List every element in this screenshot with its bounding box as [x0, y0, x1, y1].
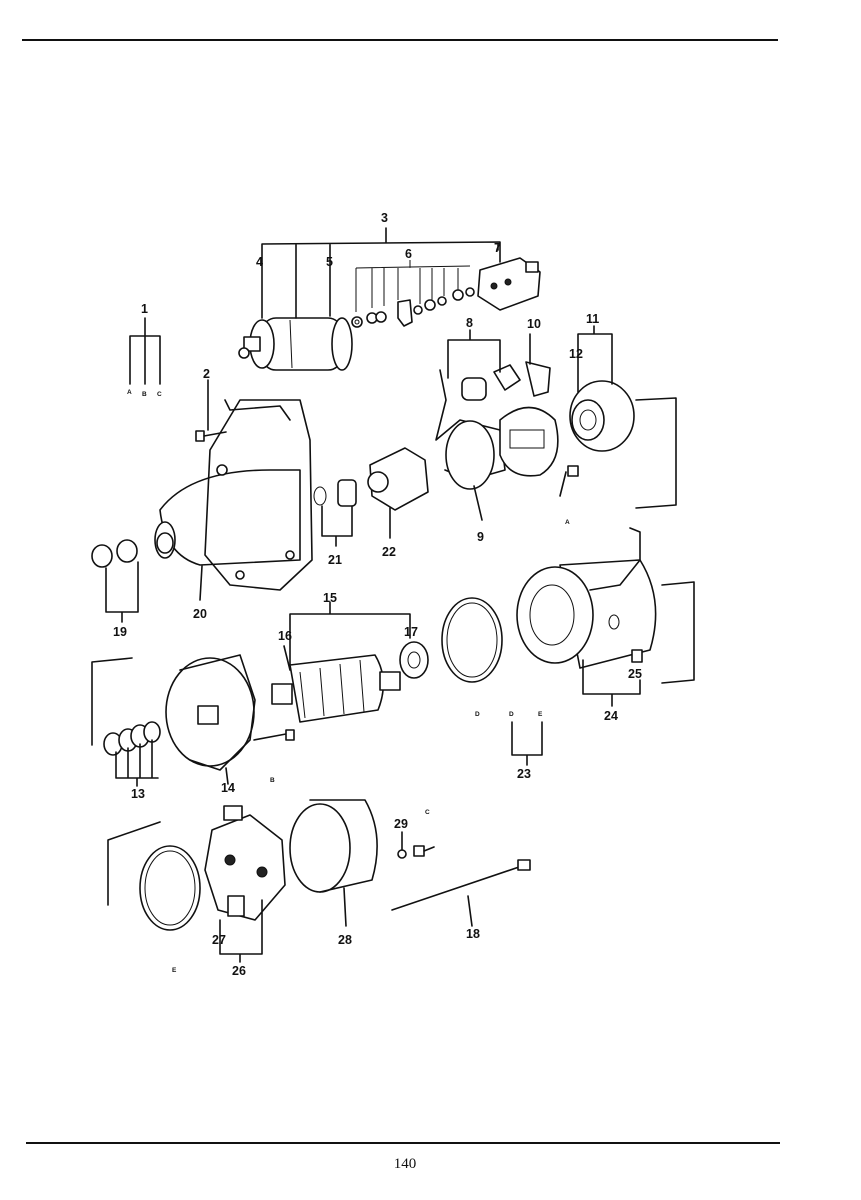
bracket-right-11 — [635, 397, 677, 509]
end-plate-drawing — [165, 654, 256, 771]
ref-letter-d-ring: D — [475, 711, 480, 718]
bracket-8 — [447, 329, 501, 379]
callout-14: 14 — [221, 781, 235, 795]
leader-14 — [225, 767, 229, 785]
bracket-19 — [105, 561, 139, 623]
ref-letter-c-screw: C — [425, 809, 430, 816]
ref-letter-d-23: D — [509, 711, 514, 718]
callout-11: 11 — [586, 312, 599, 326]
callout-19: 19 — [113, 625, 127, 639]
solenoid-body-drawing — [238, 317, 353, 371]
tie-bolt-drawing — [391, 859, 531, 911]
callout-8: 8 — [466, 316, 473, 330]
bracket-10-drawing — [499, 361, 559, 477]
planetary-gear-drawing — [569, 380, 635, 452]
top-rule — [22, 39, 778, 41]
drive-end-housing-drawing — [154, 399, 313, 591]
ref-letter-b-1: B — [142, 391, 147, 398]
callout-20: 20 — [193, 607, 207, 621]
callout-25: 25 — [628, 667, 642, 681]
bracket-right-24 — [661, 581, 695, 684]
callout-1: 1 — [141, 302, 148, 316]
callout-4: 4 — [256, 255, 263, 269]
callout-28: 28 — [338, 933, 352, 947]
callout-26: 26 — [232, 964, 246, 978]
brush-holder-drawing — [204, 805, 286, 921]
o-ring-d-drawing — [441, 597, 503, 683]
bracket-6 — [355, 260, 471, 312]
leader-9 — [473, 485, 483, 521]
stator-housing-drawing — [516, 527, 657, 669]
leader-18 — [467, 895, 473, 927]
callout-22: 22 — [382, 545, 396, 559]
nut-screw-29-drawing — [397, 845, 435, 859]
callout-3: 3 — [381, 211, 388, 225]
ref-letter-e-23: E — [538, 711, 543, 718]
callout-15: 15 — [323, 591, 337, 605]
end-cover-drawing — [289, 799, 378, 893]
callout-6: 6 — [405, 247, 412, 261]
ref-letter-b-screw: B — [270, 777, 275, 784]
bottom-rule — [26, 1142, 780, 1144]
callout-12: 12 — [569, 347, 583, 361]
bracket-23 — [511, 721, 543, 766]
bracket-13 — [115, 739, 159, 787]
callout-29: 29 — [394, 817, 408, 831]
bracket-3 — [261, 227, 501, 319]
ref-letter-a-screw: A — [565, 519, 570, 526]
washer-set-drawing — [351, 287, 475, 328]
bracket-1 — [129, 317, 161, 385]
leader-16 — [283, 645, 291, 671]
solenoid-cap-drawing — [477, 257, 541, 311]
bracket-21 — [321, 505, 353, 547]
ref-letter-c-1: C — [157, 391, 162, 398]
ref-letter-e-ring: E — [172, 967, 177, 974]
callout-23: 23 — [517, 767, 531, 781]
callout-2: 2 — [203, 367, 210, 381]
bushing-21-drawing — [313, 479, 357, 507]
bracket-left-26 — [107, 821, 161, 906]
screw-b-drawing — [253, 729, 295, 741]
armature-drawing — [271, 641, 429, 723]
callout-13: 13 — [131, 787, 145, 801]
pinion-drive-drawing — [367, 447, 429, 511]
screw-2-drawing — [195, 430, 227, 442]
callout-27: 27 — [212, 933, 226, 947]
callout-9: 9 — [477, 530, 484, 544]
callout-7: 7 — [494, 241, 501, 255]
washer-set-13-drawing — [103, 721, 161, 756]
callout-17: 17 — [404, 625, 418, 639]
callout-5: 5 — [326, 255, 333, 269]
callout-10: 10 — [527, 317, 541, 331]
bracket-11 — [577, 325, 613, 393]
screw-a-drawing — [559, 465, 579, 497]
callout-24: 24 — [604, 709, 618, 723]
callout-18: 18 — [466, 927, 480, 941]
seal-ring-e-drawing — [139, 845, 201, 931]
leader-28 — [343, 887, 347, 927]
lever-bracket-drawing — [435, 364, 521, 490]
cap-set-19-drawing — [91, 532, 174, 568]
bracket-26 — [219, 899, 263, 963]
callout-16: 16 — [278, 629, 292, 643]
bracket-left-13 — [91, 657, 133, 746]
page-number: 140 — [393, 1156, 417, 1172]
leader-20 — [199, 565, 203, 601]
bracket-24 — [582, 659, 641, 707]
ref-letter-a-1: A — [127, 389, 132, 396]
callout-21: 21 — [328, 553, 342, 567]
bracket-15 — [289, 601, 411, 665]
